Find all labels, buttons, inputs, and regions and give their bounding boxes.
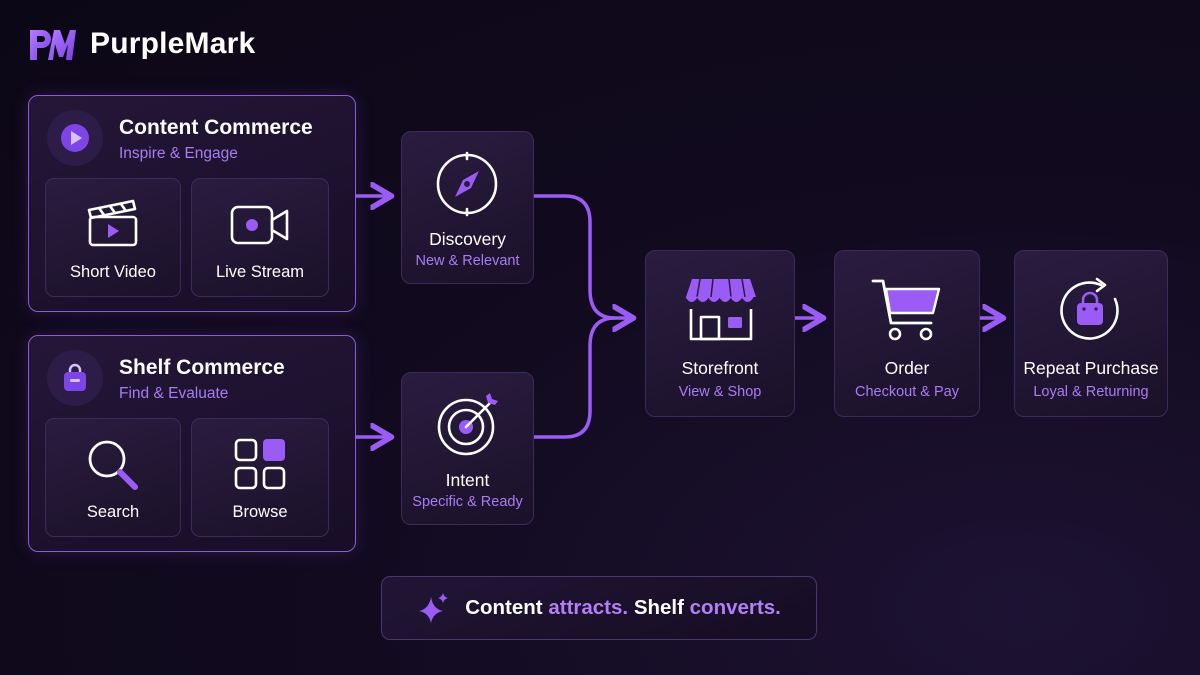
connector-discovery-to-storefront [531,194,630,318]
target-icon [437,393,498,456]
live-stream-tile[interactable]: Live Stream [191,178,329,297]
intent-node[interactable]: Intent Specific & Ready [401,372,534,525]
order-node[interactable]: Order Checkout & Pay [834,250,980,417]
order-title: Order [884,358,930,378]
tagline-part-3: Shelf [633,596,684,619]
video-camera-icon [230,205,289,245]
content-commerce-subtitle: Inspire & Engage [119,145,238,162]
tagline-part-4: converts. [689,596,781,619]
repeat-purchase-subtitle: Loyal & Returning [1033,384,1149,400]
search-tile[interactable]: Search [45,418,181,537]
play-icon [61,124,89,152]
short-video-label: Short Video [70,263,156,281]
tagline-banner: Content attracts. Shelf converts. [381,576,817,640]
storefront-title: Storefront [681,358,759,378]
browse-label: Browse [232,503,288,521]
discovery-subtitle: New & Relevant [415,253,520,269]
shelf-commerce-panel: Shelf Commerce Find & Evaluate Search Br… [28,335,356,552]
intent-title: Intent [445,470,490,490]
discovery-node[interactable]: Discovery New & Relevant [401,131,534,284]
shopping-bag-icon [64,363,86,391]
intent-subtitle: Specific & Ready [412,494,523,510]
compass-icon [436,151,498,217]
search-icon [88,440,138,490]
tagline-text: Content attracts. Shelf converts. [465,596,781,620]
content-commerce-title: Content Commerce [119,116,313,139]
browse-tile[interactable]: Browse [191,418,329,537]
shelf-commerce-icon-circle [47,350,103,406]
content-commerce-icon-circle [47,110,103,166]
store-icon [685,278,756,341]
repeat-bag-icon [1060,277,1119,340]
tagline-part-1: Content [465,596,543,619]
brand: PurpleMark [28,26,255,62]
shelf-commerce-title: Shelf Commerce [119,356,285,379]
cart-icon [871,279,941,341]
grid-icon [234,438,286,490]
shelf-commerce-subtitle: Find & Evaluate [119,385,229,402]
order-subtitle: Checkout & Pay [855,384,959,400]
repeat-purchase-node[interactable]: Repeat Purchase Loyal & Returning [1014,250,1168,417]
brand-name: PurpleMark [90,27,256,60]
storefront-subtitle: View & Shop [678,384,762,400]
pm-monogram-icon [30,30,76,60]
live-stream-label: Live Stream [215,263,305,281]
tagline-part-2: attracts. [548,596,629,619]
storefront-node[interactable]: Storefront View & Shop [645,250,795,417]
discovery-title: Discovery [429,229,506,249]
search-label: Search [86,503,140,521]
sparkle-icon [419,593,449,623]
clapperboard-icon [87,199,138,247]
connector-intent-to-storefront [531,316,617,439]
short-video-tile[interactable]: Short Video [45,178,181,297]
content-commerce-panel: Content Commerce Inspire & Engage Short … [28,95,356,312]
repeat-purchase-title: Repeat Purchase [1023,358,1159,378]
